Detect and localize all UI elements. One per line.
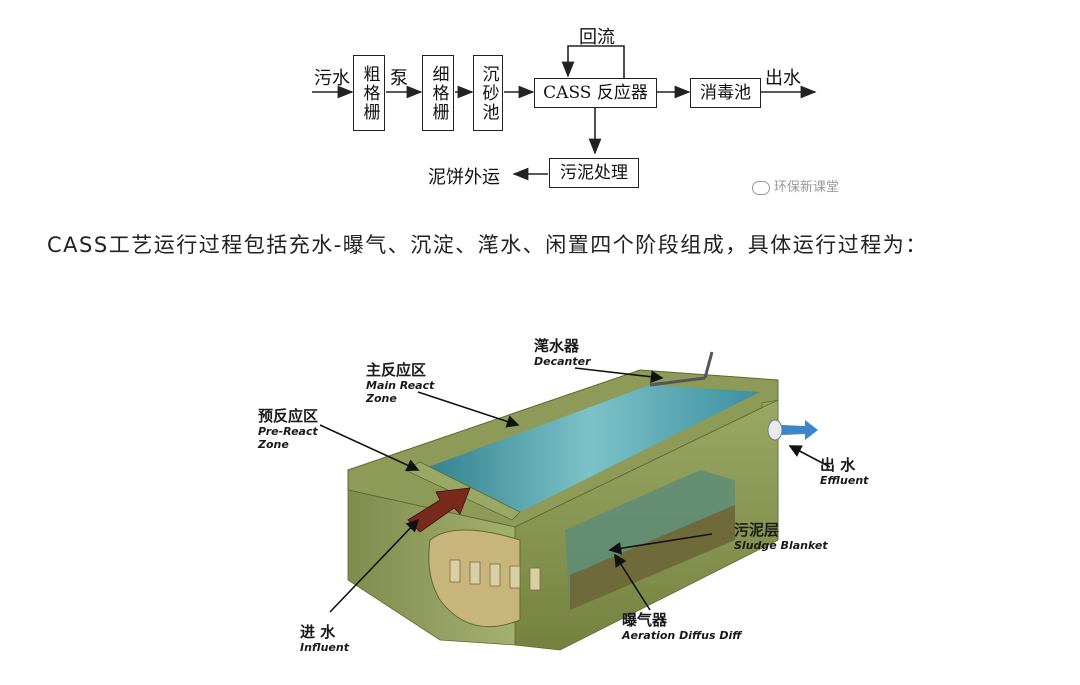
main-zone-en2: Zone [366, 392, 397, 405]
aeration-en: Aeration Diffus Diff [622, 629, 742, 642]
fine-screen-box: 细格栅 [422, 55, 454, 131]
cass-reactor-box: CASS 反应器 [534, 78, 657, 108]
decanter-zh: 滗水器 [534, 337, 580, 355]
sludge-layer [570, 505, 735, 610]
leader-effluent [788, 445, 831, 468]
decanter-device [649, 351, 714, 387]
reflux-label: 回流 [579, 27, 615, 48]
outlet-label: 出水 [765, 68, 801, 89]
reflux-loop [561, 45, 625, 78]
leader-sludge [608, 533, 713, 555]
effluent-blue-arrow [782, 420, 818, 440]
aeration-diffusers [449, 559, 541, 591]
label-main-zone: 主反应区 Main React Zone [366, 361, 435, 406]
effluent-pipe [767, 419, 783, 441]
leader-main-zone [417, 391, 520, 428]
coarse-screen-box: 粗格栅 [353, 55, 385, 131]
influent-red-arrow [407, 487, 471, 533]
label-sludge-blanket: 污泥层 Sludge Blanket [734, 521, 828, 553]
cake-out-label: 泥饼外运 [428, 167, 500, 188]
leader-pre-zone [319, 424, 420, 472]
effluent-zh: 出 水 [820, 456, 856, 474]
watermark-top: 环保新课堂 [752, 176, 839, 195]
influent-zh: 进 水 [300, 623, 336, 641]
pre-zone-en1: Pre-React [258, 425, 318, 438]
sludge-treatment-box: 污泥处理 [549, 158, 639, 188]
watermark-top-text: 环保新课堂 [774, 180, 840, 195]
water-surface [420, 385, 760, 512]
sludge-zh: 污泥层 [734, 521, 780, 539]
disinfection-tank-box: 消毒池 [690, 78, 761, 108]
decanter-en: Decanter [534, 355, 591, 368]
sludge-en: Sludge Blanket [734, 539, 828, 552]
leader-influent [329, 518, 420, 613]
leader-aeration [614, 553, 651, 611]
label-decanter: 滗水器 Decanter [534, 337, 591, 369]
effluent-en: Effluent [820, 474, 869, 487]
pre-zone-en2: Zone [258, 438, 289, 451]
inlet-label: 污水 [314, 68, 350, 89]
aeration-zh: 曝气器 [622, 611, 668, 629]
main-zone-en1: Main React [366, 379, 435, 392]
pump-label: 泵 [390, 68, 408, 89]
grit-chamber-box: 沉砂池 [473, 55, 503, 131]
label-effluent: 出 水 Effluent [820, 456, 869, 488]
process-caption: CASS工艺运行过程包括充水-曝气、沉淀、滗水、闲置四个阶段组成，具体运行过程为… [47, 233, 928, 257]
leader-decanter [574, 367, 664, 384]
influent-en: Influent [300, 641, 349, 654]
label-aeration: 曝气器 Aeration Diffus Diff [622, 611, 742, 643]
label-pre-zone: 预反应区 Pre-React Zone [258, 407, 319, 452]
pre-zone-zh: 预反应区 [258, 407, 319, 425]
main-zone-zh: 主反应区 [366, 361, 427, 379]
label-influent: 进 水 Influent [300, 623, 349, 655]
wechat-icon [752, 180, 770, 195]
